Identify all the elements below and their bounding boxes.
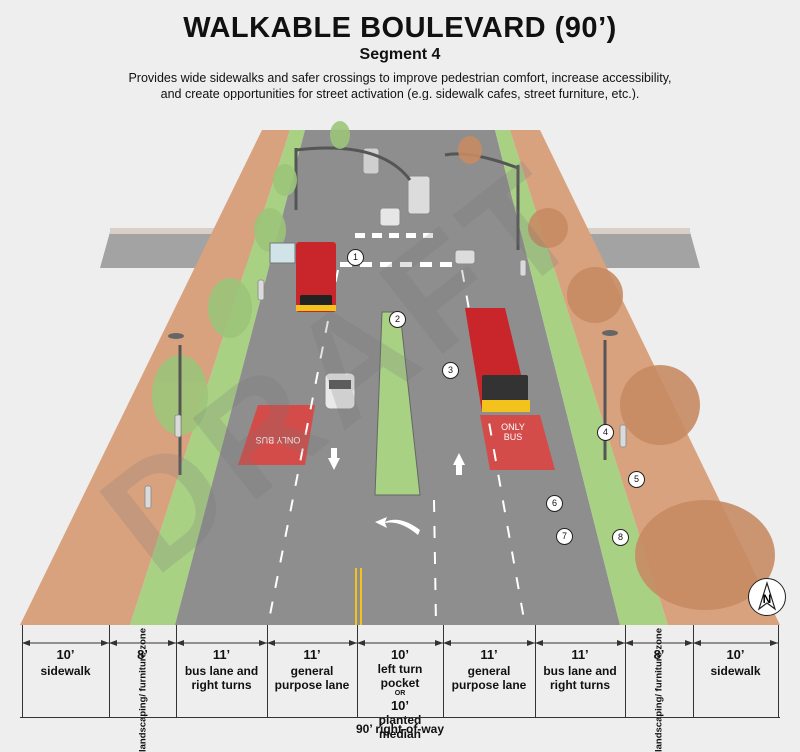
callout-1: 1 (347, 249, 364, 266)
center-double-yellow (355, 568, 362, 625)
callout-5: 5 (628, 471, 645, 488)
column-label: left turn pocket (377, 662, 423, 690)
column-width: 10’ (726, 647, 745, 662)
page-subtitle: Segment 4 (359, 46, 441, 63)
bus-left (296, 242, 336, 312)
bus-only-text-left: ONLY BUS (256, 435, 301, 445)
column-or: OR (394, 690, 406, 697)
bus-right (465, 308, 530, 412)
crosswalk-far (355, 233, 433, 238)
column-general-purpose-right: 11’ general purpose lane (443, 645, 535, 717)
page-description: Provides wide sidewalks and safer crossi… (128, 71, 672, 101)
north-label: N (762, 592, 772, 606)
page-title: WALKABLE BOULEVARD (90’) (183, 12, 617, 44)
column-width-alt: 10’ (390, 698, 410, 713)
right-of-way-line (20, 717, 780, 718)
car-left (324, 372, 356, 410)
column-divider (267, 625, 268, 717)
right-landscape-strip (495, 130, 668, 625)
column-landscaping-right: 8’ landscaping/ furniture zone (625, 628, 693, 752)
turn-arrow (375, 517, 420, 535)
column-label: sidewalk (710, 664, 761, 678)
column-width: 8’ (137, 647, 148, 662)
column-bus-lane-right: 11’ bus lane and right turns (535, 645, 625, 717)
callout-7: 7 (556, 528, 573, 545)
column-divider (625, 625, 626, 717)
column-bus-lane-left: 11’ bus lane and right turns (176, 645, 267, 717)
column-landscaping-left: 8’ landscaping/ furniture zone (109, 628, 176, 752)
column-divider (443, 625, 444, 717)
column-width: 11’ (212, 647, 231, 662)
column-width: 8’ (653, 647, 665, 662)
column-divider (535, 625, 536, 717)
left-landscape-strip (130, 130, 305, 625)
column-label: general purpose lane (274, 664, 350, 692)
cross-section-labels: 10’ sidewalk 8’ landscaping/ furniture z… (0, 628, 800, 752)
bus-only-text-right-1: ONLY (501, 422, 525, 432)
column-divider (357, 625, 358, 717)
column-divider (176, 625, 177, 717)
car-far-3 (454, 249, 476, 265)
right-of-way-label: 90’ right-of-way (355, 722, 444, 736)
column-width: 11’ (571, 647, 589, 662)
bus-only-marking-left (238, 405, 315, 465)
bus-only-text-right-2: BUS (504, 432, 523, 442)
column-label: bus lane and right turns (543, 664, 617, 692)
column-median: 10’ left turn pocket OR 10’ planted medi… (357, 645, 443, 741)
column-sidewalk-left: 10’ sidewalk (22, 645, 109, 717)
pedestrians (144, 259, 627, 509)
street-illustration: ONLY BUS ONLY BUS (20, 121, 780, 625)
column-divider (22, 625, 23, 717)
column-label: sidewalk (40, 664, 91, 678)
car-far-1 (379, 207, 401, 227)
column-width: 10’ (56, 647, 75, 662)
column-label-alt: planted median (378, 713, 422, 741)
bus-only-marking-right (480, 415, 555, 470)
column-width: 11’ (480, 647, 498, 662)
column-sidewalk-right: 10’ sidewalk (693, 645, 778, 717)
crosswalk-near (340, 262, 452, 267)
column-divider (778, 625, 779, 717)
callout-2: 2 (389, 311, 406, 328)
column-label: general purpose lane (451, 664, 527, 692)
callout-3: 3 (442, 362, 459, 379)
car-far-2 (407, 175, 431, 215)
callout-6: 6 (546, 495, 563, 512)
north-arrow-icon: N (748, 578, 786, 616)
trees-right (458, 136, 775, 610)
column-general-purpose-left: 11’ general purpose lane (267, 645, 357, 717)
column-width: 11’ (303, 647, 321, 662)
bus-shelter (269, 242, 296, 264)
column-divider (693, 625, 694, 717)
column-label: bus lane and right turns (184, 664, 259, 692)
dimension-bar (22, 640, 778, 646)
column-width: 10’ (390, 647, 410, 662)
direction-arrows (328, 448, 465, 475)
callout-8: 8 (612, 529, 629, 546)
column-divider (109, 625, 110, 717)
callout-4: 4 (597, 424, 614, 441)
street-light-heads (168, 330, 618, 339)
